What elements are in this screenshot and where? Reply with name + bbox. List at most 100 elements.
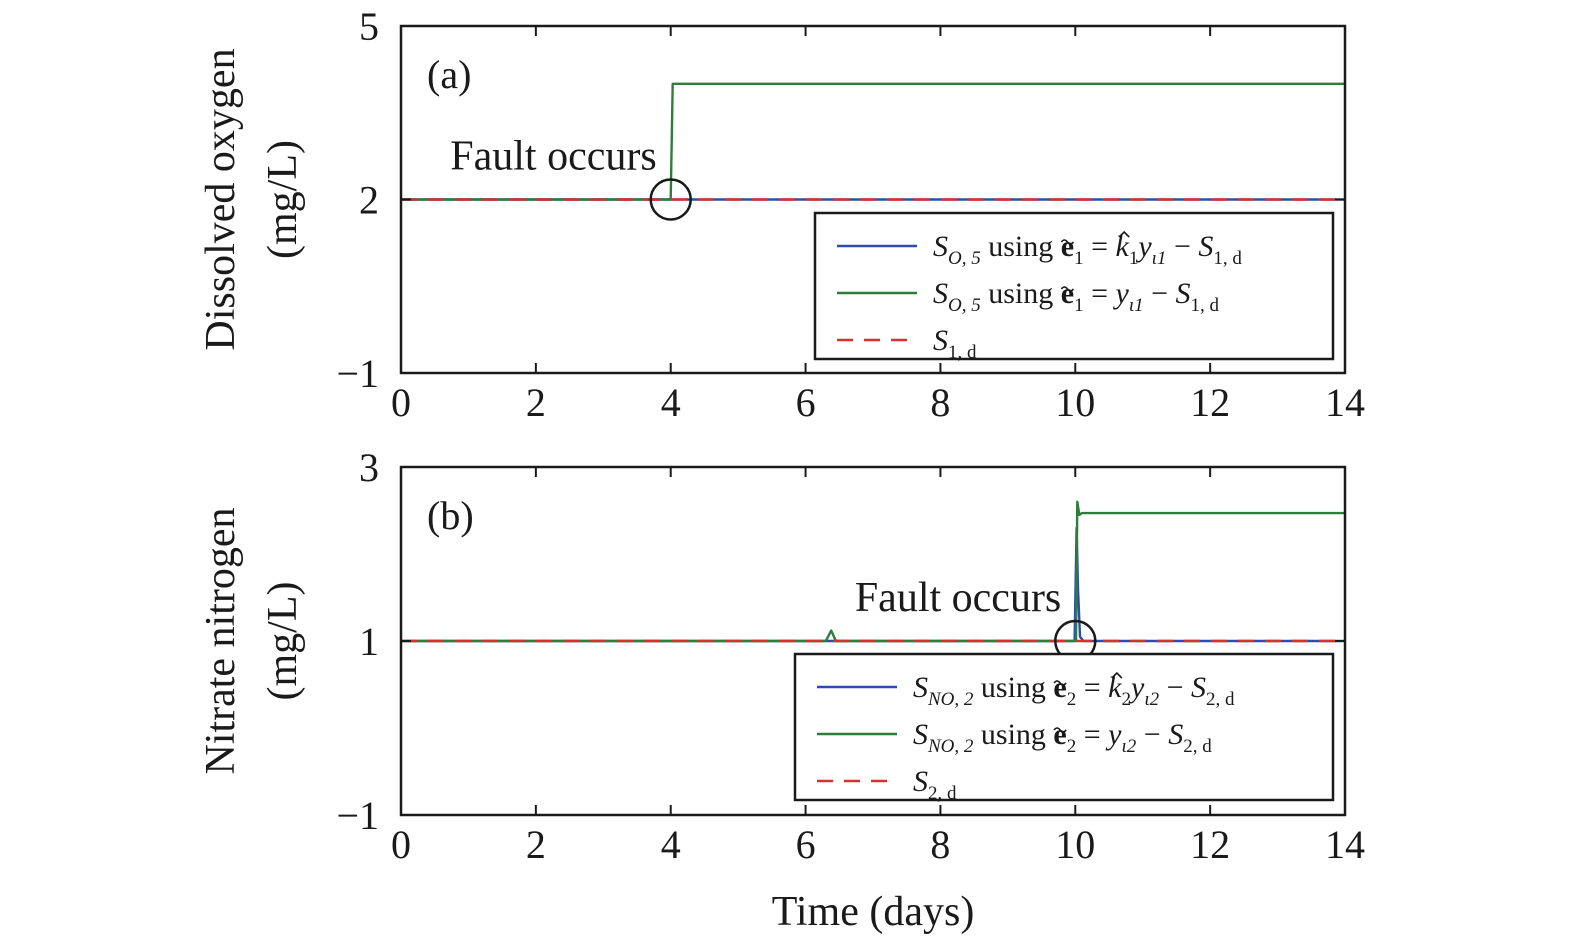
legend-minus: − xyxy=(1144,277,1176,310)
x-tick-label: 0 xyxy=(391,822,411,867)
x-tick-label: 12 xyxy=(1190,822,1230,867)
legend-setpoint-subscript: 2, d xyxy=(1183,736,1212,757)
legend-symbol: S xyxy=(933,277,948,310)
x-axis-label: Time (days) xyxy=(772,889,975,935)
legend-label-0: SO, 5 using e1 = k1yι1 − S1, d xyxy=(933,230,1242,269)
y-axis-label: Dissolved oxygen xyxy=(198,48,244,350)
tilde-accent xyxy=(1060,239,1075,245)
y-tick-label: 3 xyxy=(359,445,379,490)
legend-setpoint-subscript: 2, d xyxy=(1206,689,1235,710)
x-tick-label: 10 xyxy=(1055,380,1095,425)
x-tick-label: 10 xyxy=(1055,822,1095,867)
legend-symbol: S xyxy=(913,671,928,704)
legend-subscript: 1, d xyxy=(948,342,977,363)
legend-minus: − xyxy=(1159,671,1191,704)
tilde-accent xyxy=(1053,680,1067,686)
legend-equals: = xyxy=(1084,230,1116,263)
legend-setpoint: S xyxy=(1176,277,1191,310)
legend-error-subscript: 2 xyxy=(1067,689,1077,710)
legend-subscript: O, 5 xyxy=(948,248,981,269)
x-tick-label: 12 xyxy=(1190,380,1230,425)
legend-gain-subscript: 2 xyxy=(1122,689,1132,710)
legend-label-1: SNO, 2 using e2 = yι2 − S2, d xyxy=(913,718,1212,757)
legend-setpoint-subscript: 1, d xyxy=(1213,248,1242,269)
fault-marker-circle xyxy=(649,178,692,221)
x-tick-label: 8 xyxy=(930,380,950,425)
legend-error-subscript: 2 xyxy=(1067,736,1077,757)
y-axis-label: (mg/L) xyxy=(260,582,306,701)
legend-minus: − xyxy=(1166,230,1198,263)
y-tick-label: 5 xyxy=(359,4,379,49)
legend-output: y xyxy=(1128,671,1145,704)
x-tick-label: 14 xyxy=(1325,380,1365,425)
x-tick-label: 6 xyxy=(796,380,816,425)
legend-gain: k xyxy=(1108,671,1122,704)
x-tick-label: 4 xyxy=(661,380,681,425)
legend-error-vector: e xyxy=(1061,230,1074,263)
fault-annotation: Fault occurs xyxy=(450,134,656,180)
panel-label: (b) xyxy=(427,493,474,538)
legend-subscript: 2, d xyxy=(928,783,957,804)
legend-output: y xyxy=(1135,230,1152,263)
legend-setpoint-subscript: 1, d xyxy=(1191,295,1220,316)
legend-equals: = xyxy=(1076,718,1108,751)
legend-output-subscript: ι2 xyxy=(1144,689,1159,710)
legend-subscript: NO, 2 xyxy=(927,689,974,710)
legend-error-subscript: 1 xyxy=(1074,295,1084,316)
x-tick-label: 8 xyxy=(930,822,950,867)
legend-label-1: SO, 5 using e1 = yι1 − S1, d xyxy=(933,277,1220,316)
x-tick-label: 2 xyxy=(526,380,546,425)
legend-symbol: S xyxy=(913,718,928,751)
legend-error-vector: e xyxy=(1053,718,1066,751)
legend-setpoint: S xyxy=(1191,671,1206,704)
legend-output: y xyxy=(1105,718,1122,751)
y-tick-label: −1 xyxy=(336,351,379,396)
legend-label-2: S2, d xyxy=(913,765,957,804)
legend-subscript: O, 5 xyxy=(948,295,981,316)
y-tick-label: 1 xyxy=(359,619,379,664)
y-axis-label: (mg/L) xyxy=(260,140,306,259)
legend-symbol: S xyxy=(933,324,948,357)
legend-error-vector: e xyxy=(1061,277,1074,310)
y-tick-label: −1 xyxy=(336,793,379,838)
legend-minus: − xyxy=(1136,718,1168,751)
panel-label: (a) xyxy=(427,52,471,97)
x-tick-label: 4 xyxy=(661,822,681,867)
legend-output-subscript: ι1 xyxy=(1129,295,1144,316)
legend-label-2: S1, d xyxy=(933,324,977,363)
fault-annotation: Fault occurs xyxy=(855,575,1061,621)
y-axis-label: Nitrate nitrogen xyxy=(198,507,244,774)
legend-box xyxy=(793,652,1335,802)
legend-error-subscript: 1 xyxy=(1074,248,1084,269)
legend-label-0: SNO, 2 using e2 = k2yι2 − S2, d xyxy=(913,671,1235,710)
legend-setpoint: S xyxy=(1198,230,1213,263)
legend-using: using xyxy=(981,277,1061,310)
tilde-accent xyxy=(1060,286,1075,292)
legend-equals: = xyxy=(1076,671,1108,704)
legend-error-vector: e xyxy=(1053,671,1066,704)
legend-output: y xyxy=(1113,277,1130,310)
x-tick-label: 2 xyxy=(526,822,546,867)
legend-output-subscript: ι2 xyxy=(1122,736,1137,757)
x-tick-label: 6 xyxy=(796,822,816,867)
y-tick-label: 2 xyxy=(359,178,379,223)
hat-accent xyxy=(1118,230,1130,238)
legend-setpoint: S xyxy=(1168,718,1183,751)
legend-equals: = xyxy=(1084,277,1116,310)
x-tick-label: 0 xyxy=(391,380,411,425)
legend-subscript: NO, 2 xyxy=(927,736,974,757)
legend-using: using xyxy=(981,230,1061,263)
legend-output-subscript: ι1 xyxy=(1152,248,1167,269)
legend-symbol: S xyxy=(933,230,948,263)
legend-symbol: S xyxy=(913,765,928,798)
x-tick-label: 14 xyxy=(1325,822,1365,867)
legend-box xyxy=(813,211,1335,361)
legend-using: using xyxy=(973,718,1053,751)
tilde-accent xyxy=(1053,727,1067,733)
legend-gain-subscript: 1 xyxy=(1129,248,1139,269)
legend-gain: k xyxy=(1116,230,1130,263)
legend-using: using xyxy=(973,671,1053,704)
